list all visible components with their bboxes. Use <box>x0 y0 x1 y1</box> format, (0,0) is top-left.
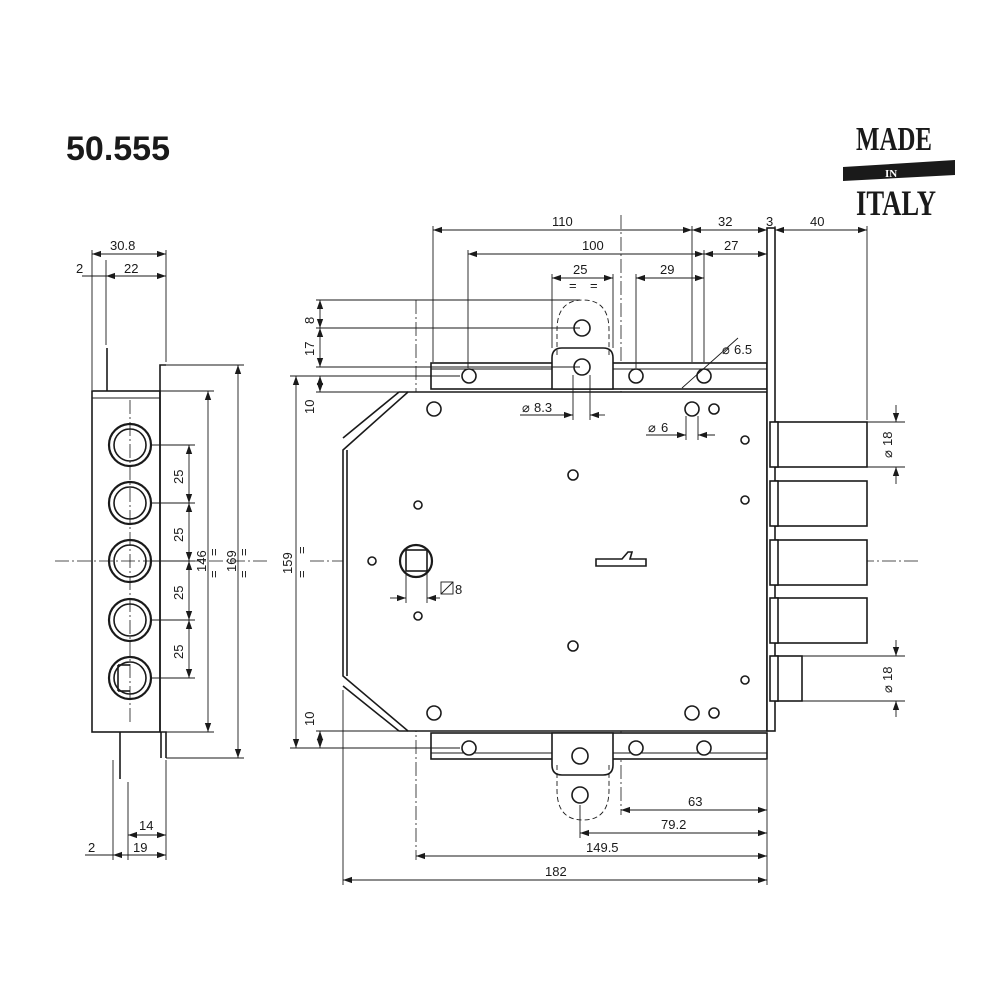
svg-text:⌀: ⌀ <box>522 400 530 415</box>
svg-text:6: 6 <box>661 420 668 435</box>
svg-text:25: 25 <box>171 470 186 484</box>
svg-text:19: 19 <box>133 840 147 855</box>
svg-text:25: 25 <box>171 645 186 659</box>
svg-text:22: 22 <box>124 261 138 276</box>
svg-text:6.5: 6.5 <box>734 342 752 357</box>
svg-text:10: 10 <box>302 400 317 414</box>
svg-text:18: 18 <box>880 432 895 446</box>
made-in-italy-logo: MADE IN ITALY <box>843 121 955 223</box>
svg-text:25: 25 <box>573 262 587 277</box>
svg-text:27: 27 <box>724 238 738 253</box>
svg-text:159: 159 <box>280 552 295 574</box>
svg-text:3: 3 <box>766 214 773 229</box>
svg-text:100: 100 <box>582 238 604 253</box>
svg-text:182: 182 <box>545 864 567 879</box>
svg-text:14: 14 <box>139 818 153 833</box>
svg-text:ITALY: ITALY <box>856 183 936 223</box>
svg-text:110: 110 <box>552 214 573 229</box>
model-title: 50.555 <box>66 130 170 168</box>
svg-text:18: 18 <box>880 667 895 681</box>
svg-text:63: 63 <box>688 794 702 809</box>
svg-text:30.8: 30.8 <box>110 238 135 253</box>
side-view: 30.8 2 22 14 2 19 25 25 25 25 146 = <box>55 238 270 860</box>
svg-text:25: 25 <box>171 528 186 542</box>
svg-text:IN: IN <box>885 168 897 180</box>
svg-text:2: 2 <box>88 840 95 855</box>
svg-text:⌀: ⌀ <box>880 685 895 693</box>
svg-text:=: = <box>206 570 221 578</box>
svg-text:⌀: ⌀ <box>648 420 656 435</box>
svg-text:=: = <box>294 570 309 578</box>
svg-text:79.2: 79.2 <box>661 817 686 832</box>
svg-text:17: 17 <box>302 342 317 356</box>
svg-text:=: = <box>294 546 309 554</box>
svg-text:=: = <box>206 548 221 556</box>
svg-text:32: 32 <box>718 214 732 229</box>
front-view: 110 32 3 40 100 27 25 = = 29 8 17 10 159… <box>280 214 920 885</box>
svg-text:29: 29 <box>660 262 674 277</box>
svg-text:149.5: 149.5 <box>586 840 619 855</box>
svg-text:8: 8 <box>455 582 462 597</box>
svg-text:10: 10 <box>302 712 317 726</box>
svg-text:=: = <box>236 548 251 556</box>
svg-text:25: 25 <box>171 586 186 600</box>
svg-text:⌀: ⌀ <box>880 450 895 458</box>
svg-text:8.3: 8.3 <box>534 400 552 415</box>
svg-text:169: 169 <box>224 550 239 572</box>
svg-text:=: = <box>590 278 598 293</box>
svg-text:40: 40 <box>810 214 824 229</box>
svg-text:⌀: ⌀ <box>722 342 730 357</box>
svg-text:=: = <box>569 278 577 293</box>
svg-text:MADE: MADE <box>856 121 932 158</box>
svg-text:2: 2 <box>76 261 83 276</box>
svg-text:=: = <box>236 570 251 578</box>
svg-text:146: 146 <box>194 550 209 572</box>
svg-text:8: 8 <box>302 317 317 324</box>
